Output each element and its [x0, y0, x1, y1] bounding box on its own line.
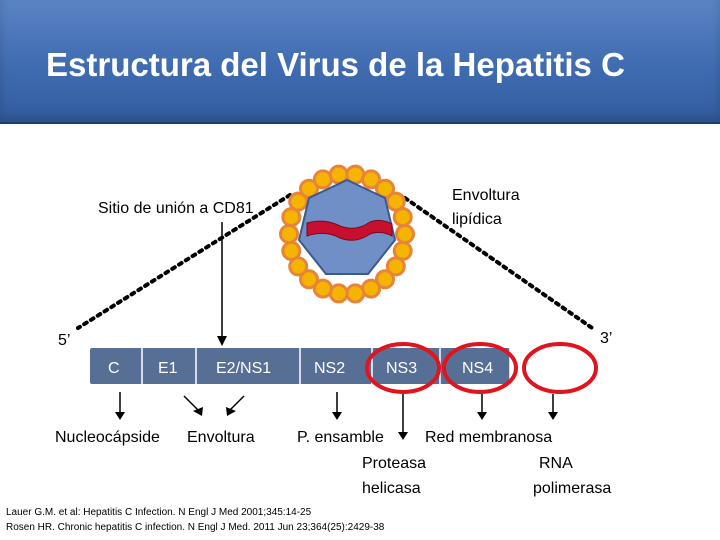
function-proteasa: Proteasa	[362, 455, 426, 473]
reference-1: Lauer G.M. et al: Hepatitis C Infection.…	[6, 507, 311, 518]
function-envoltura: Envoltura	[187, 429, 255, 447]
gene-label-ns5: NS5	[530, 360, 561, 378]
envelope-label-line1: Envoltura	[452, 187, 520, 205]
gene-label-ns4: NS4	[462, 360, 493, 378]
gene-label-ns3: NS3	[386, 360, 417, 378]
three-prime-label: 3’	[600, 330, 612, 348]
function-polimerasa: polimerasa	[533, 480, 611, 498]
function-helicasa: helicasa	[362, 480, 421, 498]
lipid-bead	[283, 242, 300, 259]
five-prime-label: 5’	[58, 332, 70, 350]
lipid-bead	[347, 285, 364, 302]
lipid-bead	[394, 209, 411, 226]
cd81-arrowhead	[217, 336, 227, 346]
function-p-ensamble: P. ensamble	[297, 429, 384, 447]
cd81-site-label: Sitio de unión a CD81	[98, 200, 254, 218]
reference-2: Rosen HR. Chronic hepatitis C infection.…	[6, 522, 384, 533]
gene-label-c: C	[108, 360, 120, 378]
gene-label-e2-ns1: E2/NS1	[216, 360, 271, 378]
gene-label-e1: E1	[158, 360, 178, 378]
function-red-membranosa: Red membranosa	[425, 429, 552, 447]
function-rna: RNA	[539, 455, 573, 473]
lipid-bead	[281, 226, 298, 243]
gene-label-ns2: NS2	[314, 360, 345, 378]
function-nucleocapside: Nucleocápside	[55, 429, 160, 447]
lipid-bead	[397, 226, 414, 243]
envelope-label-line2: lipídica	[452, 211, 502, 229]
